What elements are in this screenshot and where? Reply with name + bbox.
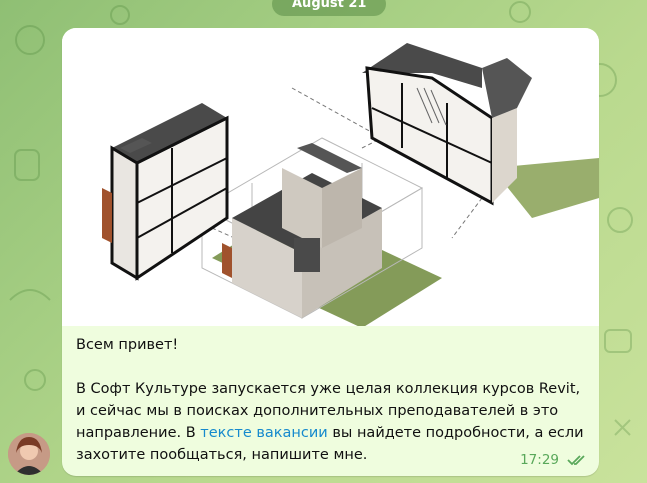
- message-meta: 17:29: [520, 452, 587, 468]
- message-body-start: В Софт Культуре запускается уже целая ко…: [76, 381, 581, 441]
- date-separator: August 21: [272, 0, 387, 16]
- message-image[interactable]: [62, 28, 599, 328]
- double-check-icon: [567, 455, 585, 466]
- message-bubble[interactable]: Всем привет! В Софт Культуре запускается…: [62, 28, 599, 476]
- message-text: Всем привет! В Софт Культуре запускается…: [76, 334, 588, 466]
- house-axonometric-illustration: [102, 43, 599, 328]
- message-time: 17:29: [520, 452, 559, 468]
- message-body: В Софт Культуре запускается уже целая ко…: [76, 378, 588, 466]
- message-body-end: вы найдете подробности, а если захотите …: [76, 425, 584, 463]
- sender-avatar[interactable]: [8, 433, 50, 475]
- message-greeting: Всем привет!: [76, 337, 179, 353]
- avatar-photo: [8, 433, 50, 475]
- vacancy-link[interactable]: тексте вакансии: [200, 425, 328, 441]
